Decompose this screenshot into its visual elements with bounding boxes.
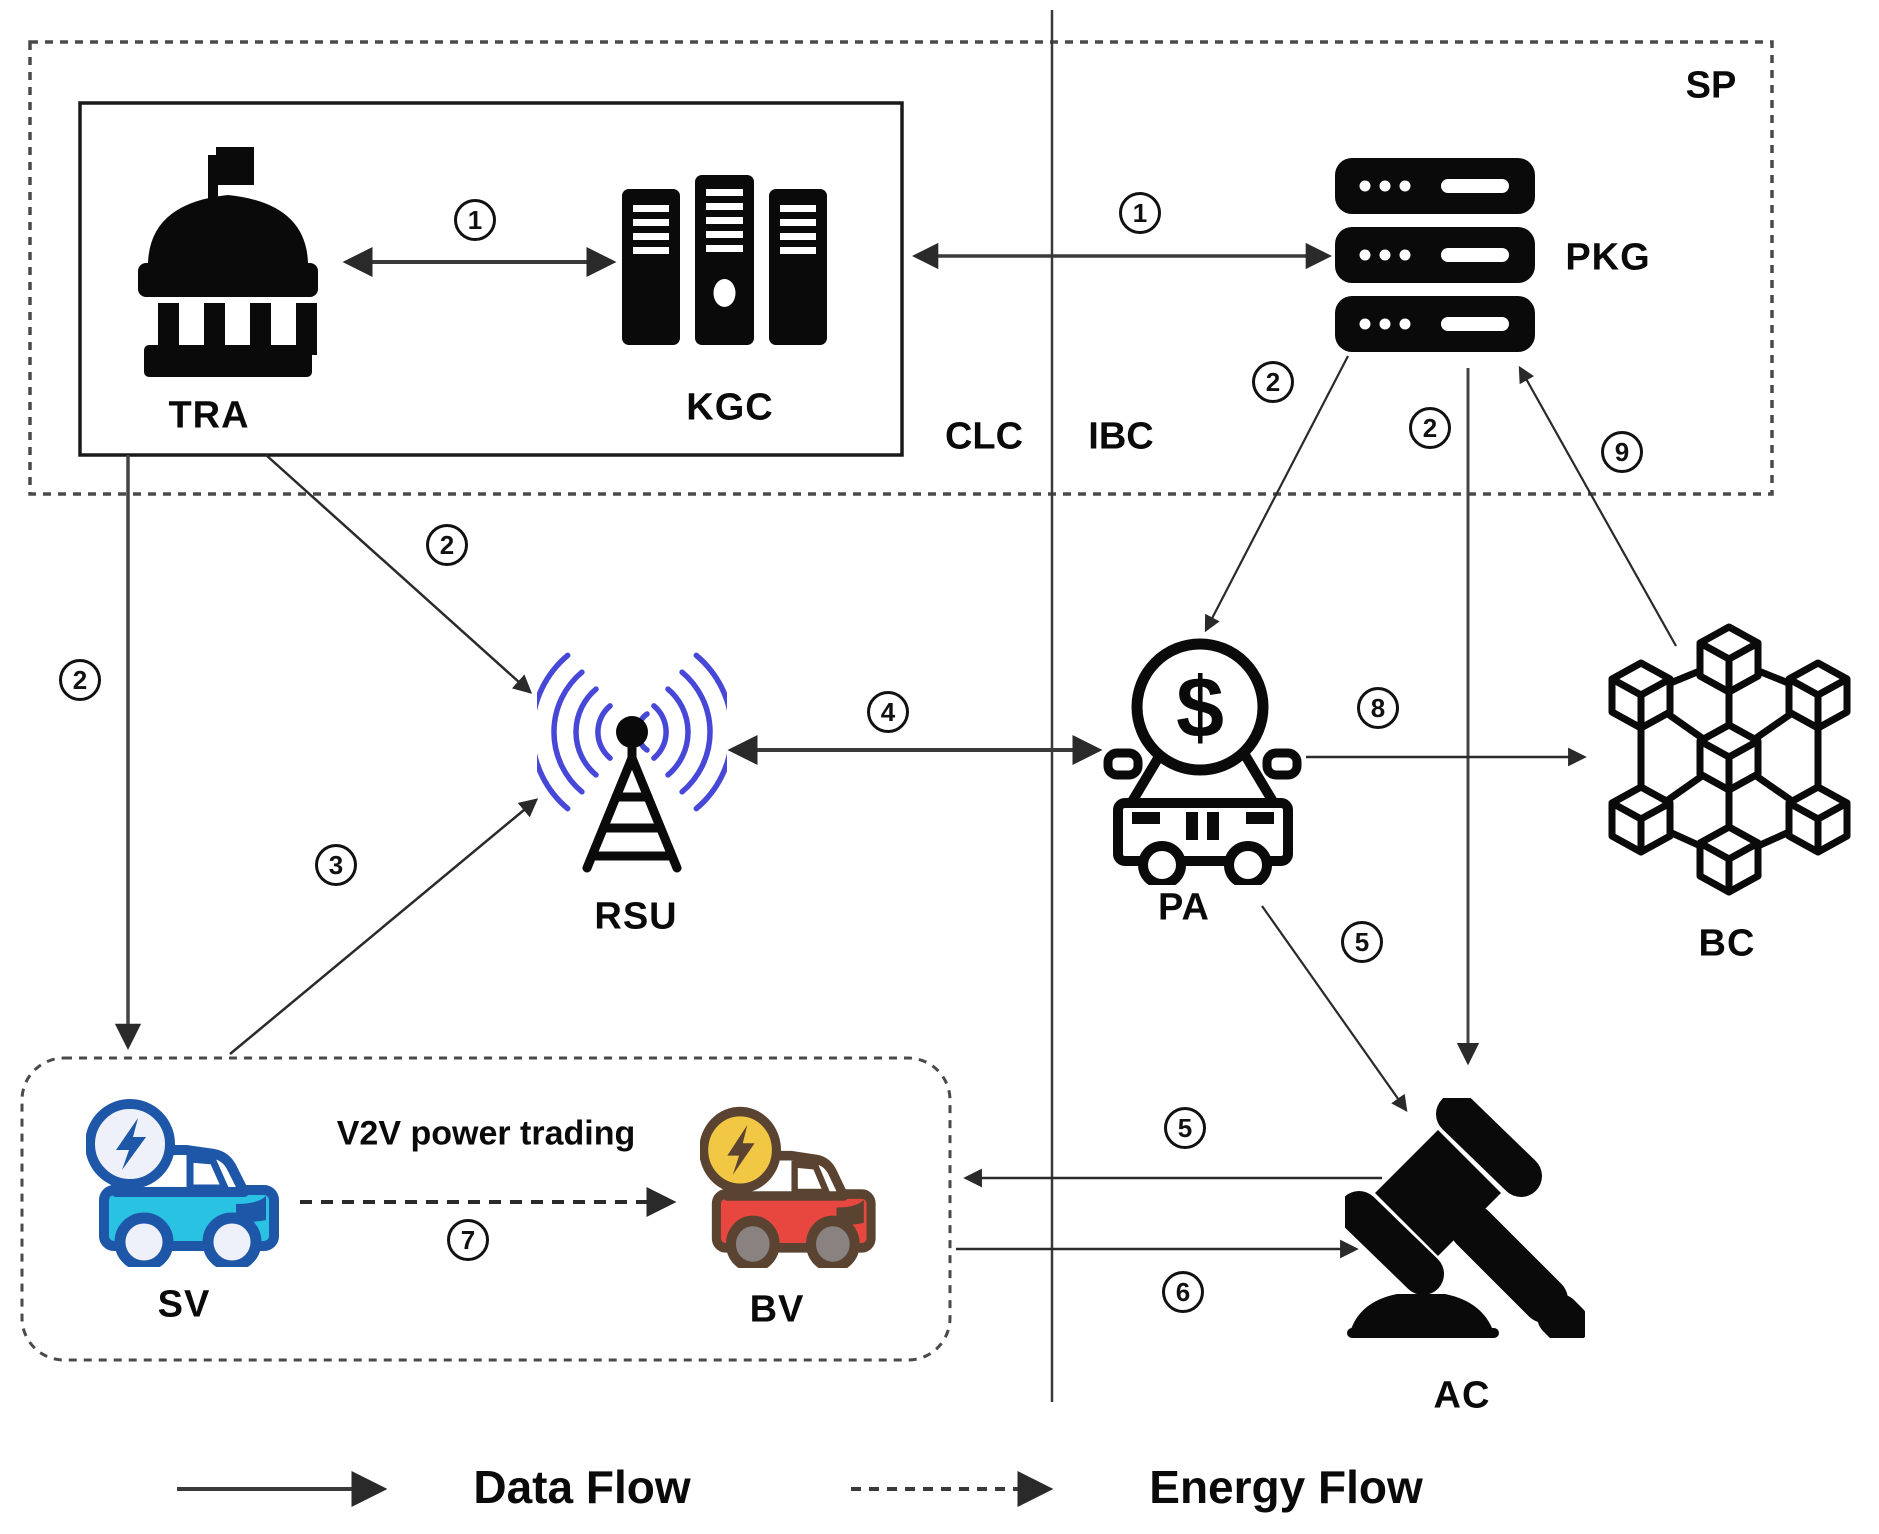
legend-energy-flow-label: Energy Flow [1149, 1461, 1423, 1513]
sp-zone-label: SP [1685, 64, 1737, 107]
step-marker-2-tra-rsu: 2 [426, 524, 468, 566]
rsu-antenna-icon [537, 652, 727, 873]
pa-dollar-glyph: $ [1176, 660, 1224, 756]
pkg-server-icon [1335, 158, 1535, 352]
step-marker-8-pa-bc: 8 [1357, 687, 1399, 729]
ac-gavel-icon [1345, 1098, 1585, 1338]
sv-label: SV [157, 1283, 211, 1326]
step-marker-2-tra-sv: 2 [59, 659, 101, 701]
edge-2-tra-rsu [265, 454, 533, 694]
edge-9-bc-pkg [1518, 365, 1677, 647]
step-marker-9-bc-pkg: 9 [1601, 431, 1643, 473]
pa-payment-cart-icon: $ [1103, 638, 1302, 885]
legend-data-flow-label: Data Flow [473, 1461, 691, 1513]
clc-zone-label: CLC [944, 415, 1024, 458]
kgc-server-icon [622, 175, 827, 345]
rsu-label: RSU [594, 895, 678, 938]
edge-2-pkg-pa [1204, 355, 1349, 633]
sv-vehicle-icon [86, 1099, 279, 1267]
edge-3-sv-rsu [229, 798, 539, 1055]
step-marker-6-bv-ac: 6 [1162, 1271, 1204, 1313]
kgc-label: KGC [686, 386, 774, 429]
step-marker-1-tra-kgc: 1 [454, 199, 496, 241]
bc-label: BC [1698, 922, 1756, 965]
bc-blockchain-icon [1598, 622, 1864, 898]
bv-label: BV [749, 1288, 805, 1331]
step-marker-5-pa-ac: 5 [1341, 921, 1383, 963]
tra-government-icon [138, 147, 318, 377]
ac-label: AC [1433, 1374, 1491, 1417]
v2v-power-trading-label: V2V power trading [336, 1114, 636, 1153]
tra-kgc-solid-box [78, 101, 904, 457]
step-marker-5-ac-bv: 5 [1164, 1107, 1206, 1149]
step-marker-2-pkg-ac: 2 [1409, 407, 1451, 449]
step-marker-4-rsu-pa: 4 [867, 691, 909, 733]
step-marker-1-kgc-pkg: 1 [1119, 192, 1161, 234]
pkg-label: PKG [1565, 236, 1651, 279]
edge-5-pa-ac [1261, 905, 1408, 1113]
pa-label: PA [1158, 886, 1210, 929]
top-dashed-zone-box [28, 40, 1774, 496]
bv-vehicle-icon [700, 1106, 876, 1268]
tra-label: TRA [168, 394, 250, 437]
step-marker-7-sv-bv: 7 [447, 1219, 489, 1261]
ibc-zone-label: IBC [1088, 415, 1154, 458]
step-marker-2-pkg-pa: 2 [1252, 361, 1294, 403]
vehicle-dashed-box [20, 1056, 952, 1362]
step-marker-3-sv-rsu: 3 [315, 844, 357, 886]
